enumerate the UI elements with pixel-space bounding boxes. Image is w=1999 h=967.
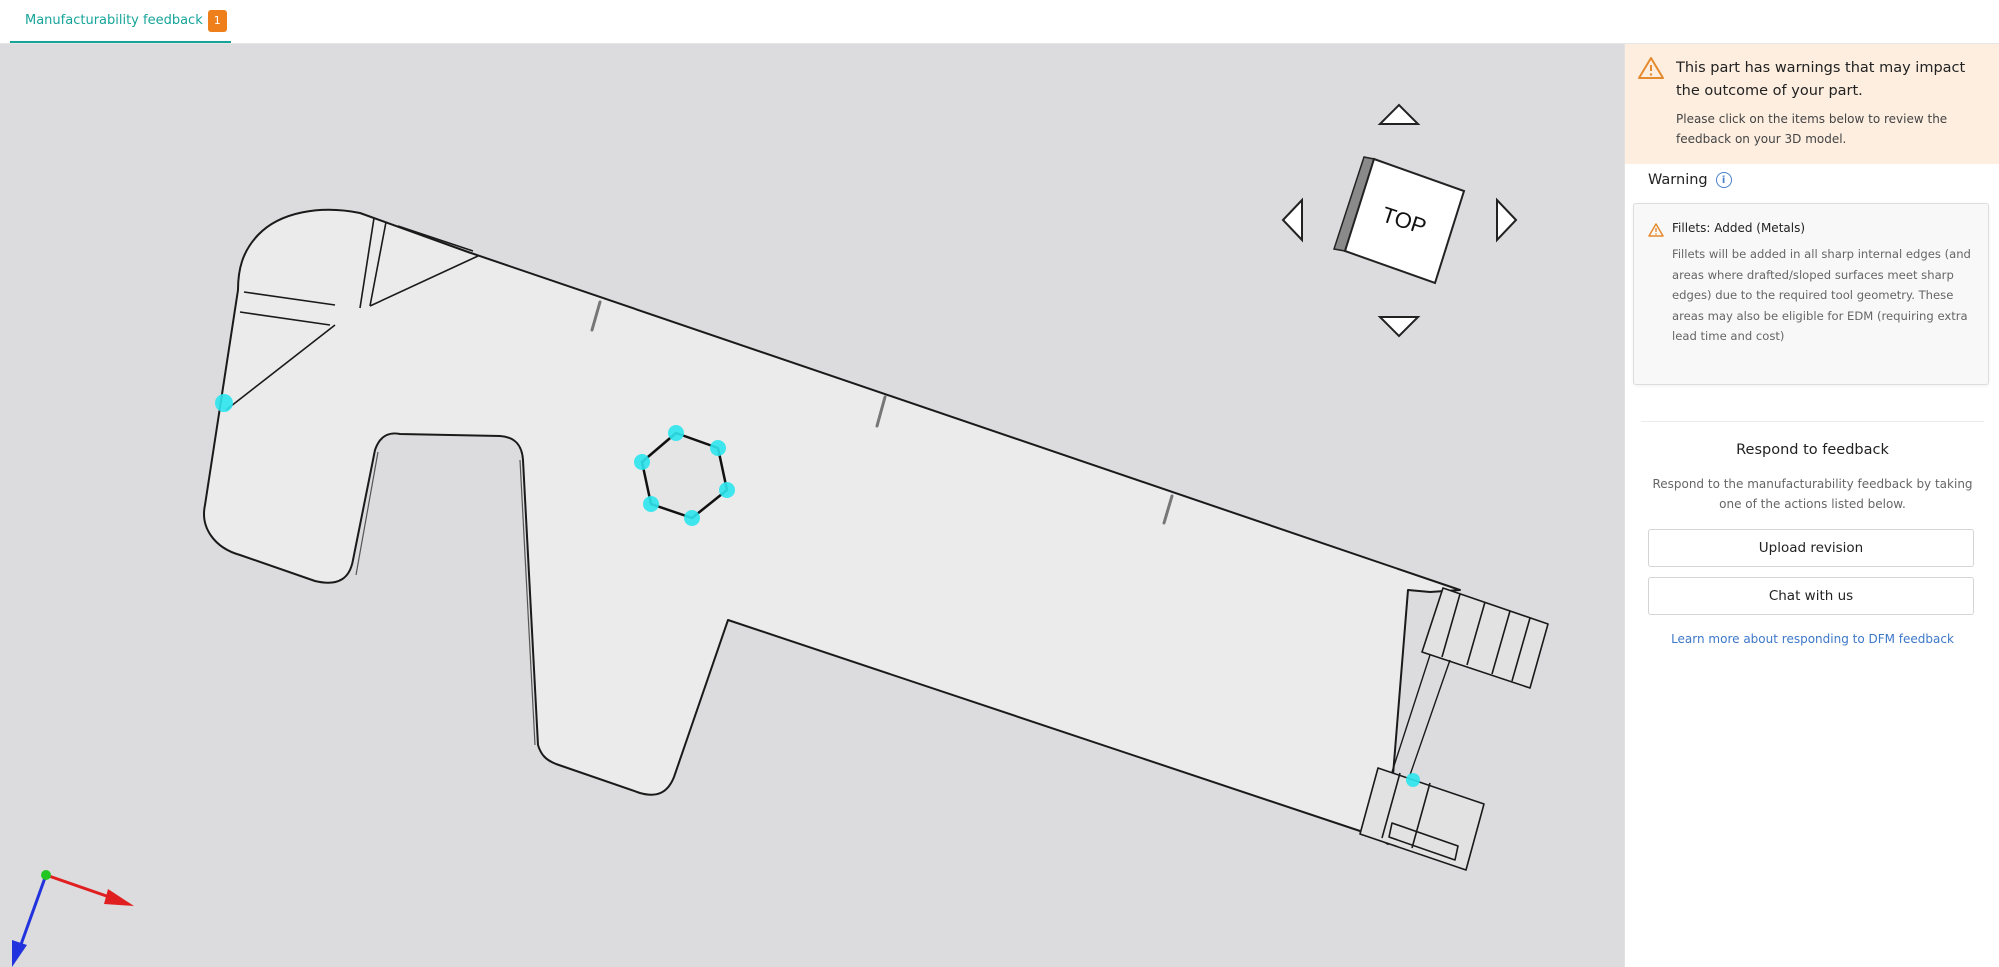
3d-viewer[interactable]: TOP xyxy=(0,44,1624,967)
tab-label: Manufacturability feedback xyxy=(25,13,203,28)
top-bar: Manufacturability feedback 1 xyxy=(0,0,1999,44)
alert-body: Please click on the items below to revie… xyxy=(1676,112,1948,146)
inner-fillet-line-2 xyxy=(355,451,379,576)
part-model[interactable] xyxy=(203,208,1549,871)
cube-left-arrow[interactable] xyxy=(1281,197,1303,243)
warning-card-fillets[interactable]: Fillets: Added (Metals) Fillets will be … xyxy=(1633,203,1989,385)
warning-card-title: Fillets: Added (Metals) xyxy=(1672,221,1806,235)
z-axis-arrowhead xyxy=(12,940,27,967)
respond-title: Respond to feedback xyxy=(1736,442,1889,458)
respond-body: Respond to the manufacturability feedbac… xyxy=(1652,477,1973,511)
cube-bottom-arrow[interactable] xyxy=(1377,316,1421,338)
view-cube[interactable]: TOP xyxy=(1281,103,1518,338)
x-axis-arrowhead xyxy=(104,889,134,906)
tab-count-badge: 1 xyxy=(207,9,227,32)
end-bracket-top xyxy=(1421,587,1549,689)
warning-triangle-icon xyxy=(1648,223,1664,237)
part-outline xyxy=(203,208,1461,845)
tab-manufacturability-feedback[interactable]: Manufacturability feedback 1 xyxy=(10,0,231,43)
alert-title: This part has warnings that may impact t… xyxy=(1676,60,1966,99)
learn-more-link[interactable]: Learn more about responding to DFM feedb… xyxy=(1671,632,1954,646)
axis-origin xyxy=(41,870,51,880)
warning-card-body: Fillets will be added in all sharp inter… xyxy=(1672,247,1971,343)
cube-top-face[interactable] xyxy=(1343,157,1466,285)
head-slot-lines xyxy=(225,217,479,411)
warning-triangle-icon xyxy=(1638,57,1664,79)
end-rail xyxy=(1391,654,1451,776)
feedback-panel: This part has warnings that may impact t… xyxy=(1624,44,1999,967)
end-bracket-bottom xyxy=(1359,767,1485,871)
info-icon[interactable]: i xyxy=(1715,172,1732,188)
model-canvas[interactable]: TOP xyxy=(0,44,1624,967)
chat-with-us-button[interactable]: Chat with us xyxy=(1648,577,1974,615)
section-divider xyxy=(1641,421,1984,422)
axis-triad xyxy=(12,870,134,967)
warning-label: Warning xyxy=(1648,172,1708,188)
cube-right-arrow[interactable] xyxy=(1496,197,1518,243)
fillet-highlight-points[interactable] xyxy=(215,394,1420,787)
slot-marks xyxy=(590,300,1174,525)
warning-section-header: Warning i xyxy=(1648,172,1732,188)
warning-alert: This part has warnings that may impact t… xyxy=(1625,44,1999,164)
cube-top-arrow[interactable] xyxy=(1377,103,1421,125)
upload-revision-button[interactable]: Upload revision xyxy=(1648,529,1974,567)
inner-fillet-line xyxy=(519,459,536,746)
